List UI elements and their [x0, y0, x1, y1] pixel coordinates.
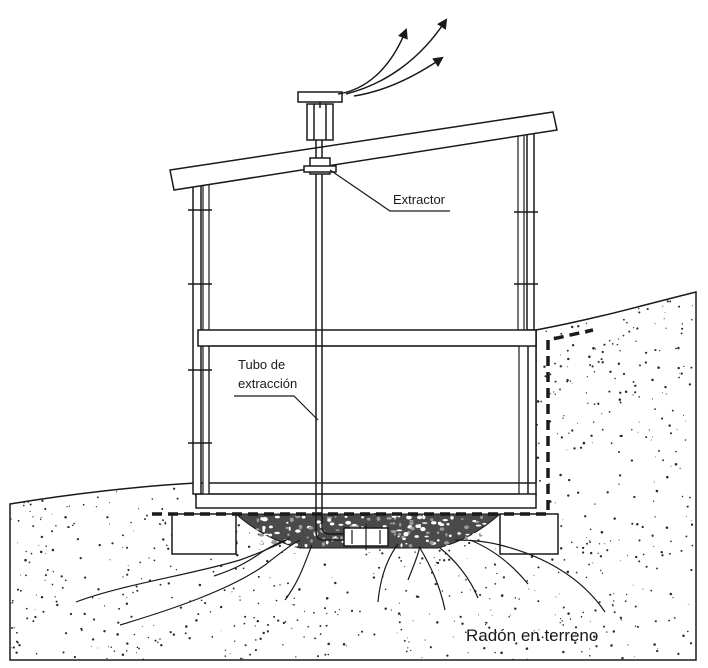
wall-ties-left — [188, 209, 212, 444]
extractor-fan — [303, 157, 337, 175]
extractor-leader — [329, 169, 450, 212]
right-wall-outer — [526, 129, 535, 331]
radon-flow-lines — [75, 537, 606, 626]
wall-ties-right — [514, 211, 538, 285]
upper-floor-slab — [197, 329, 537, 347]
pipe-label-line1: Tubo de — [238, 357, 285, 372]
exhaust-arrows — [337, 18, 448, 97]
extractor-label: Extractor — [393, 192, 446, 207]
right-wall-inner — [517, 132, 525, 331]
pipe-label-line2: extracción — [238, 376, 297, 391]
exhaust-arrow-3 — [353, 56, 444, 97]
chimney-cap — [297, 91, 343, 141]
footing-left — [171, 513, 237, 555]
exhaust-arrow-1 — [337, 28, 408, 95]
exhaust-arrow-2 — [345, 18, 448, 95]
roof-slab — [169, 111, 558, 191]
radon-label: Radón en terreno — [466, 626, 598, 645]
leader-lines — [234, 169, 450, 421]
extraction-pipe — [315, 110, 389, 550]
ground-slab — [195, 329, 537, 497]
sealing-membrane — [152, 328, 594, 516]
ground-floor-room — [208, 345, 520, 495]
footing-right — [499, 513, 559, 555]
pipe-leader — [234, 395, 319, 421]
ground-floor-slab — [195, 493, 537, 509]
house — [169, 111, 558, 509]
